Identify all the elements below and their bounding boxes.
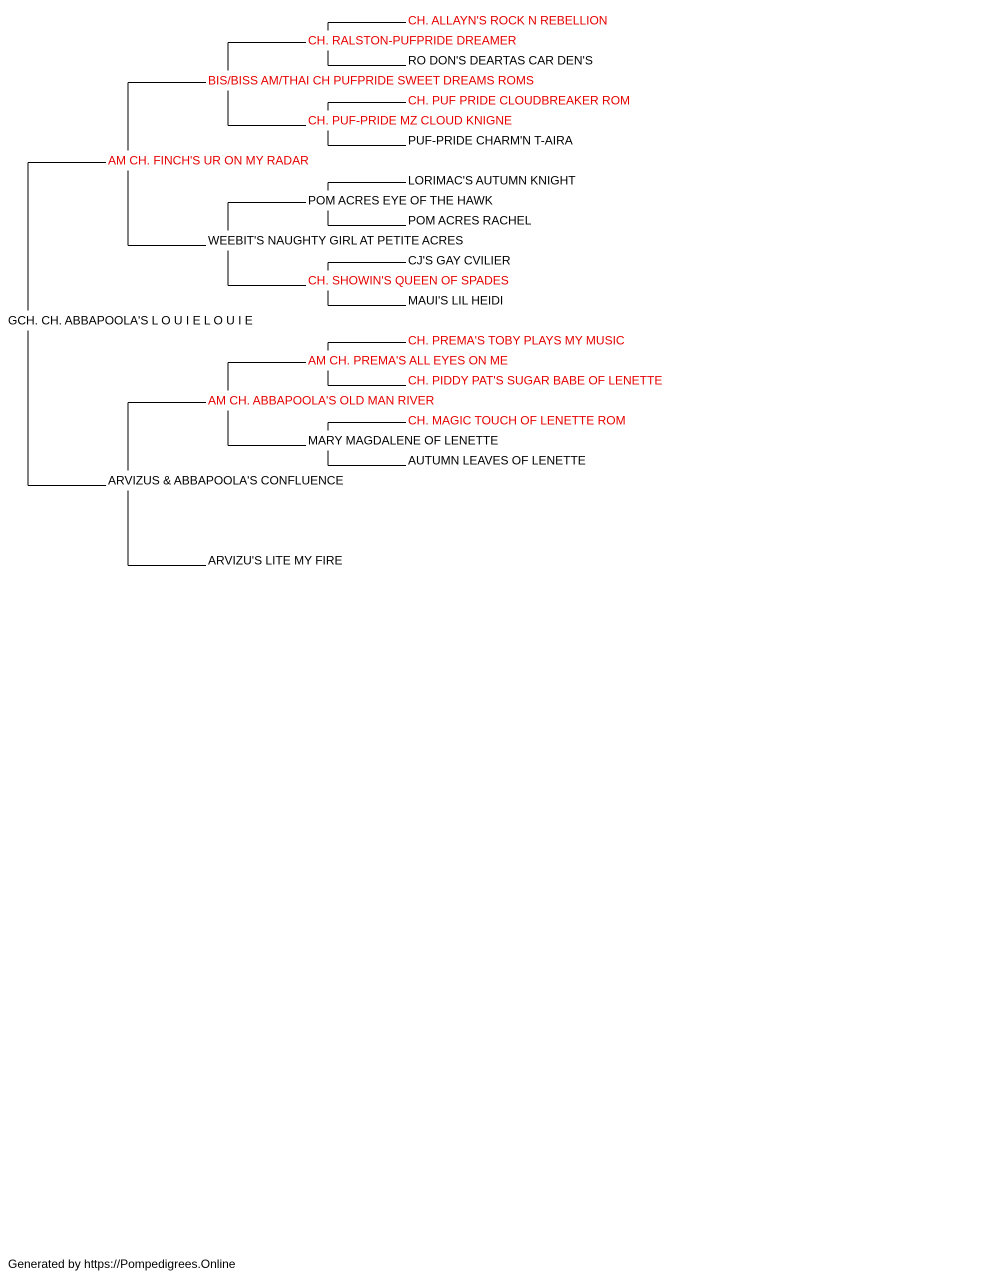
dog-name--dam-sire-dam-dam: AUTUMN LEAVES OF LENETTE xyxy=(408,454,586,468)
dog-name--sire-dam-sire: POM ACRES EYE OF THE HAWK xyxy=(308,194,493,208)
dog-name--sire: AM CH. FINCH'S UR ON MY RADAR xyxy=(108,154,309,168)
dog-name--sire-sire-sire-dam: RO DON'S DEARTAS CAR DEN'S xyxy=(408,54,593,68)
dog-name--sire-sire-dam-sire: CH. PUF PRIDE CLOUDBREAKER ROM xyxy=(408,94,630,108)
dog-name--sire-sire: BIS/BISS AM/THAI CH PUFPRIDE SWEET DREAM… xyxy=(208,74,534,88)
dog-name-: GCH. CH. ABBAPOOLA'S L O U I E L O U I E xyxy=(8,314,253,328)
dog-name--dam-sire-dam-sire: CH. MAGIC TOUCH OF LENETTE ROM xyxy=(408,414,626,428)
dog-name--sire-dam-dam: CH. SHOWIN'S QUEEN OF SPADES xyxy=(308,274,509,288)
dog-name--sire-sire-sire-sire: CH. ALLAYN'S ROCK N REBELLION xyxy=(408,14,607,28)
dog-name--dam-sire-sire-dam: CH. PIDDY PAT'S SUGAR BABE OF LENETTE xyxy=(408,374,662,388)
dog-name--dam-sire-sire-sire: CH. PREMA'S TOBY PLAYS MY MUSIC xyxy=(408,334,625,348)
dog-name--sire-dam-dam-dam: MAUI'S LIL HEIDI xyxy=(408,294,503,308)
dog-name--dam-sire-sire: AM CH. PREMA'S ALL EYES ON ME xyxy=(308,354,508,368)
dog-name--dam: ARVIZUS & ABBAPOOLA'S CONFLUENCE xyxy=(108,474,343,488)
dog-name--sire-dam-dam-sire: CJ'S GAY CVILIER xyxy=(408,254,511,268)
dog-name--sire-dam-sire-sire: LORIMAC'S AUTUMN KNIGHT xyxy=(408,174,576,188)
dog-name--sire-sire-dam: CH. PUF-PRIDE MZ CLOUD KNIGNE xyxy=(308,114,512,128)
dog-name--dam-sire: AM CH. ABBAPOOLA'S OLD MAN RIVER xyxy=(208,394,435,408)
dog-name--sire-sire-dam-dam: PUF-PRIDE CHARM'N T-AIRA xyxy=(408,134,573,148)
dog-name--dam-dam: ARVIZU'S LITE MY FIRE xyxy=(208,554,343,568)
generated-by-footer: Generated by https://Pompedigrees.Online xyxy=(8,1257,236,1271)
dog-name--sire-dam-sire-dam: POM ACRES RACHEL xyxy=(408,214,532,228)
dog-name--dam-sire-dam: MARY MAGDALENE OF LENETTE xyxy=(308,434,498,448)
dog-name--sire-dam: WEEBIT'S NAUGHTY GIRL AT PETITE ACRES xyxy=(208,234,463,248)
dog-name--sire-sire-sire: CH. RALSTON-PUFPRIDE DREAMER xyxy=(308,34,517,48)
